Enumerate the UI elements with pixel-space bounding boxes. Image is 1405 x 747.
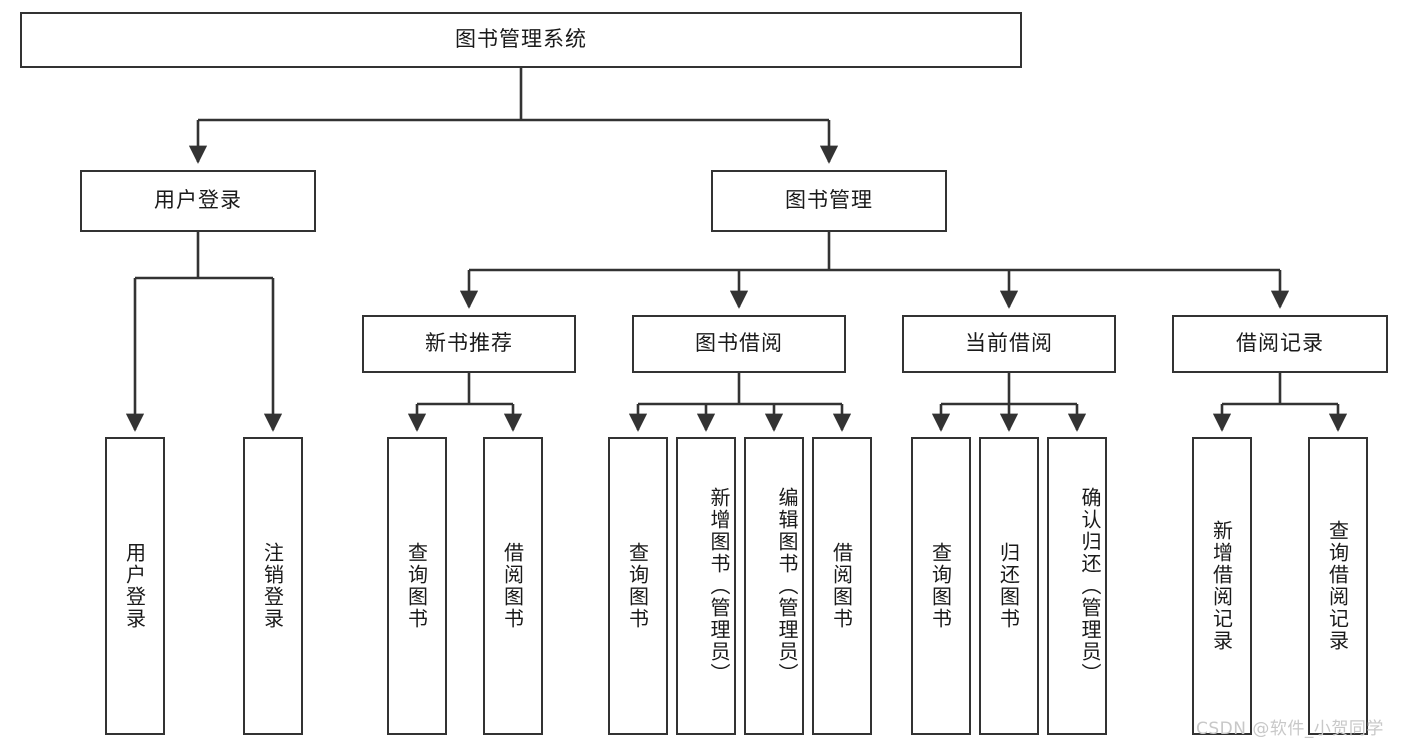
node-user-login[interactable]: 用户登录 [80, 170, 316, 232]
leaf-query-borrow-record[interactable]: 查询借阅记录 [1308, 437, 1368, 735]
leaf-query-books-current[interactable]: 查询图书 [911, 437, 971, 735]
leaf-user-logout[interactable]: 注销登录 [243, 437, 303, 735]
leaf-edit-book-admin[interactable]: 编辑图书（管理员） [744, 437, 804, 735]
leaf-add-book-admin[interactable]: 新增图书（管理员） [676, 437, 736, 735]
node-current-borrowing[interactable]: 当前借阅 [902, 315, 1116, 373]
leaf-user-login[interactable]: 用户登录 [105, 437, 165, 735]
csdn-watermark: CSDN @软件_小贺同学 [1196, 719, 1384, 739]
node-root-library-management-system[interactable]: 图书管理系统 [20, 12, 1022, 68]
node-book-borrowing[interactable]: 图书借阅 [632, 315, 846, 373]
node-book-management[interactable]: 图书管理 [711, 170, 947, 232]
leaf-confirm-return-admin[interactable]: 确认归还（管理员） [1047, 437, 1107, 735]
leaf-return-book[interactable]: 归还图书 [979, 437, 1039, 735]
leaf-query-books-recommend[interactable]: 查询图书 [387, 437, 447, 735]
leaf-query-books-borrow[interactable]: 查询图书 [608, 437, 668, 735]
leaf-borrow-books-recommend[interactable]: 借阅图书 [483, 437, 543, 735]
leaf-borrow-book[interactable]: 借阅图书 [812, 437, 872, 735]
node-new-book-recommendation[interactable]: 新书推荐 [362, 315, 576, 373]
node-borrowing-record[interactable]: 借阅记录 [1172, 315, 1388, 373]
leaf-add-borrow-record[interactable]: 新增借阅记录 [1192, 437, 1252, 735]
